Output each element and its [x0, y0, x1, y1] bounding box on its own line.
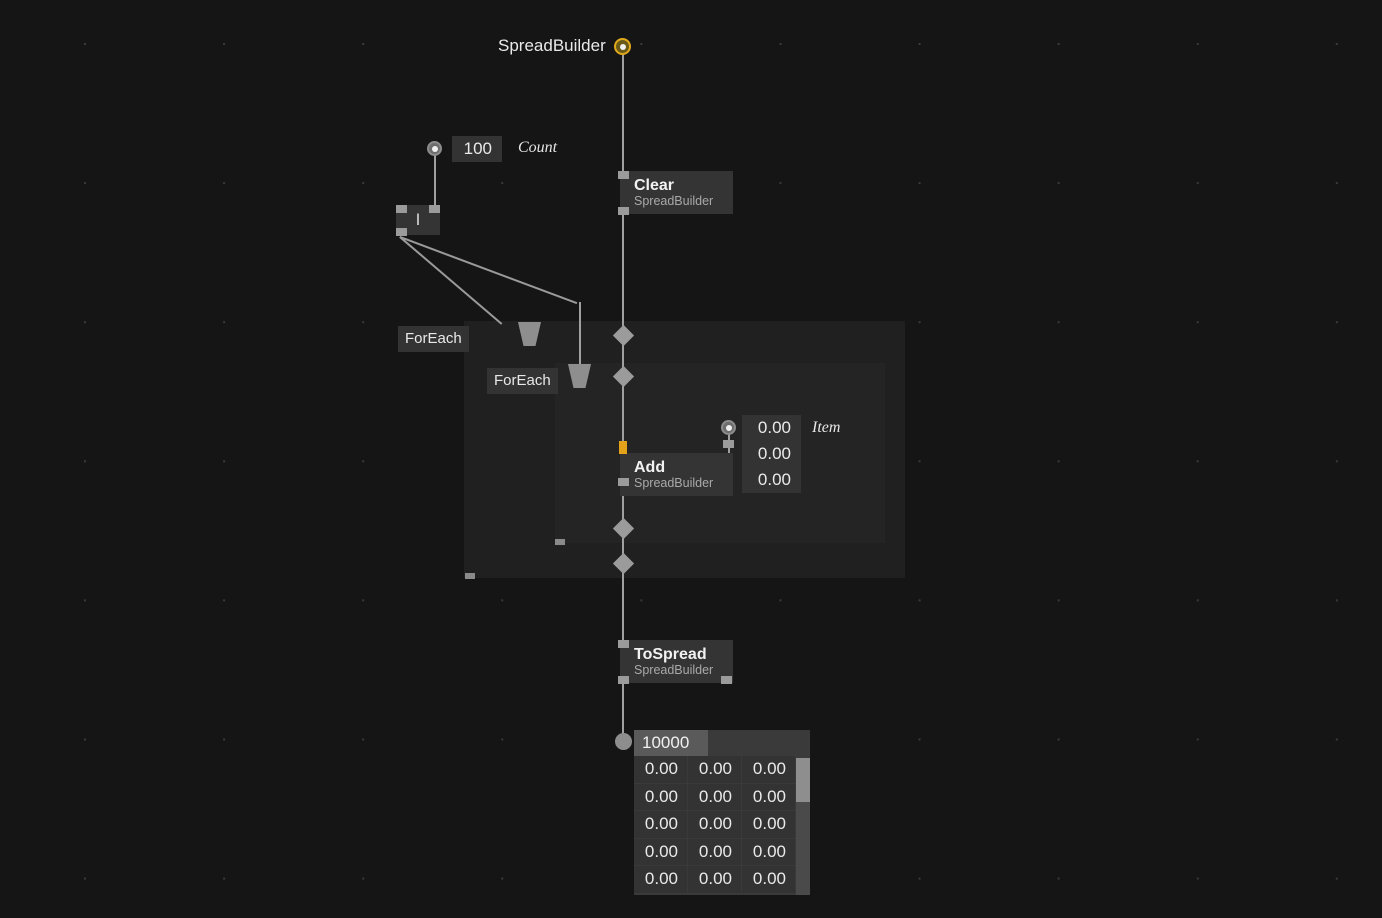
- item-iobox[interactable]: 0.00 0.00 0.00: [742, 415, 801, 493]
- table-cell[interactable]: 0.00: [688, 811, 741, 838]
- table-cell[interactable]: 0.00: [688, 866, 741, 893]
- table-row[interactable]: 0.00 0.00 0.00: [634, 811, 810, 838]
- table-cell[interactable]: 0.00: [742, 811, 795, 838]
- node-tospread-title: ToSpread: [634, 646, 707, 663]
- node-tospread-pin-spread-out[interactable]: [721, 676, 732, 684]
- table-row[interactable]: 0.00 0.00 0.00: [634, 756, 810, 783]
- table-row[interactable]: 0.00 0.00 0.00: [634, 838, 810, 865]
- count-value[interactable]: 100: [463, 139, 492, 158]
- foreach-splicer-inner-icon[interactable]: [568, 364, 591, 388]
- root-output-label: SpreadBuilder: [498, 36, 606, 55]
- table-cell[interactable]: 0.00: [742, 866, 795, 893]
- node-clear-subtitle: SpreadBuilder: [634, 194, 714, 208]
- item-pin-label: Item: [812, 419, 841, 436]
- table-cell[interactable]: 0.00: [742, 838, 795, 865]
- node-add[interactable]: Add SpreadBuilder: [620, 453, 733, 496]
- table-cell[interactable]: 0.00: [688, 838, 741, 865]
- result-output-pin-icon[interactable]: [615, 733, 632, 750]
- table-cell[interactable]: 0.00: [688, 756, 741, 783]
- accumulator-pin-top-left[interactable]: [396, 205, 407, 213]
- item-row[interactable]: 0.00: [757, 418, 791, 437]
- result-table-body[interactable]: 0.00 0.00 0.00 0.00 0.00 0.00 0.00 0.00 …: [634, 756, 810, 893]
- output-pin-icon[interactable]: [614, 38, 631, 55]
- node-clear-pin-out[interactable]: [618, 207, 629, 215]
- foreach-splicer-outer-icon[interactable]: [518, 322, 541, 346]
- node-clear-title: Clear: [634, 177, 675, 194]
- node-add-subtitle: SpreadBuilder: [634, 476, 714, 490]
- link-accumulator-to-funnel-outer: [399, 236, 503, 325]
- accumulator-pin-top-right[interactable]: [429, 205, 440, 213]
- link-spine-tospread-out: [622, 682, 624, 740]
- node-add-pin-in[interactable]: [619, 441, 627, 454]
- result-table-scroll-thumb[interactable]: [796, 758, 810, 802]
- link-spine-clear-to-foreach: [622, 213, 624, 337]
- node-tospread-subtitle: SpreadBuilder: [634, 663, 714, 677]
- region-label-inner[interactable]: ForEach: [487, 368, 558, 394]
- table-cell[interactable]: 0.00: [742, 756, 795, 783]
- item-row[interactable]: 0.00: [757, 444, 791, 463]
- region-resize-handle-inner[interactable]: [555, 539, 565, 545]
- region-label-outer[interactable]: ForEach: [398, 326, 469, 352]
- table-cell[interactable]: 0.00: [742, 783, 795, 810]
- count-input-pin-icon[interactable]: [427, 141, 442, 156]
- table-cell[interactable]: 0.00: [634, 756, 687, 783]
- table-row[interactable]: 0.00 0.00 0.00: [634, 783, 810, 810]
- item-input-pin-icon[interactable]: [721, 420, 736, 435]
- table-cell[interactable]: 0.00: [688, 783, 741, 810]
- table-cell[interactable]: 0.00: [634, 783, 687, 810]
- link-accumulator-to-funnel-inner: [399, 236, 578, 304]
- node-add-pin-out[interactable]: [618, 478, 629, 486]
- accumulator-glyph: I: [415, 210, 421, 229]
- node-add-pin-item[interactable]: [723, 440, 734, 448]
- region-resize-handle-outer[interactable]: [465, 573, 475, 579]
- table-cell[interactable]: 0.00: [634, 838, 687, 865]
- node-add-title: Add: [634, 459, 666, 476]
- link-spine-top: [622, 55, 624, 175]
- table-cell[interactable]: 0.00: [634, 811, 687, 838]
- accumulator-pin-bottom-left[interactable]: [396, 228, 407, 236]
- node-tospread[interactable]: ToSpread SpreadBuilder: [620, 640, 733, 683]
- result-table-header: 10000: [634, 730, 810, 756]
- count-pin-label: Count: [518, 139, 558, 156]
- node-clear-pin-in[interactable]: [618, 171, 629, 179]
- result-spread-table[interactable]: 10000 0.00 0.00 0.00 0.00 0.00 0.00 0.00…: [634, 730, 810, 895]
- link-count-to-accumulator: [434, 155, 436, 211]
- table-cell[interactable]: 0.00: [634, 866, 687, 893]
- node-tospread-pin-out[interactable]: [618, 676, 629, 684]
- table-row[interactable]: 0.00 0.00 0.00: [634, 866, 810, 893]
- link-tospread-to-table: [622, 680, 624, 738]
- node-tospread-pin-in[interactable]: [618, 640, 629, 648]
- node-clear[interactable]: Clear SpreadBuilder: [620, 171, 733, 214]
- result-count[interactable]: 10000: [634, 730, 708, 756]
- item-row[interactable]: 0.00: [757, 470, 791, 489]
- count-iobox[interactable]: 100: [452, 136, 502, 162]
